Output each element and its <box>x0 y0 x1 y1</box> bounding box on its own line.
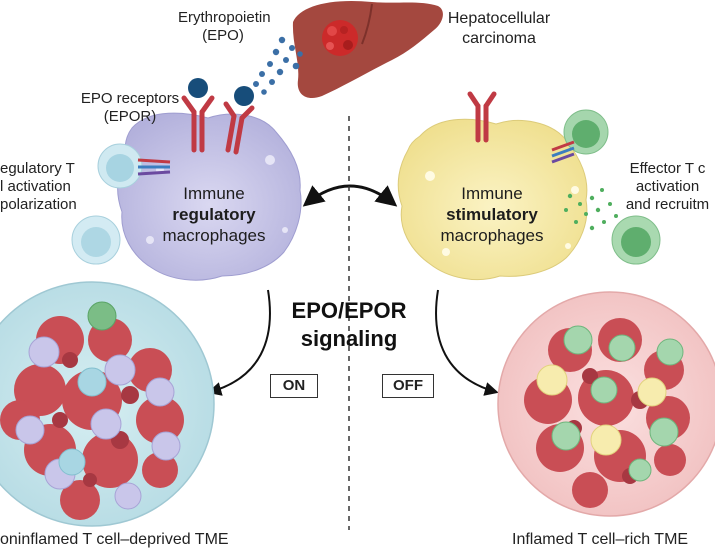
on-arrow <box>207 289 271 396</box>
epo-receptor-icon <box>181 78 255 155</box>
interconversion-arrow <box>302 184 398 207</box>
off-state-box: OFF <box>382 374 434 398</box>
effector-t-cell <box>551 109 661 265</box>
on-state-box: ON <box>270 374 318 398</box>
regulatory-macrophage-label: Immune regulatory macrophages <box>162 184 266 245</box>
stimulatory-macrophage-label: Immune stimulatory macrophages <box>440 184 544 245</box>
inflamed-tme <box>497 291 715 517</box>
epo-particles <box>253 36 303 95</box>
liver-icon <box>292 0 443 99</box>
epor-label: EPO receptors(EPOR) <box>80 90 180 125</box>
regulatory-t-cell <box>71 143 171 265</box>
tumor-icon <box>322 20 358 56</box>
off-arrow <box>435 289 499 396</box>
cytokine-particles <box>564 188 618 231</box>
stimulatory-macrophage <box>397 118 588 281</box>
inflamed-tme-caption: Inflamed T cell–rich TME <box>512 531 689 548</box>
epo-receptor-icon <box>467 91 497 143</box>
noninflamed-tme <box>0 281 215 527</box>
epo-label: Erythropoietin(EPO) <box>178 9 271 44</box>
regulatory-macrophage <box>117 112 302 281</box>
noninflamed-tme-caption: oninflamed T cell–deprived TME <box>0 531 229 548</box>
